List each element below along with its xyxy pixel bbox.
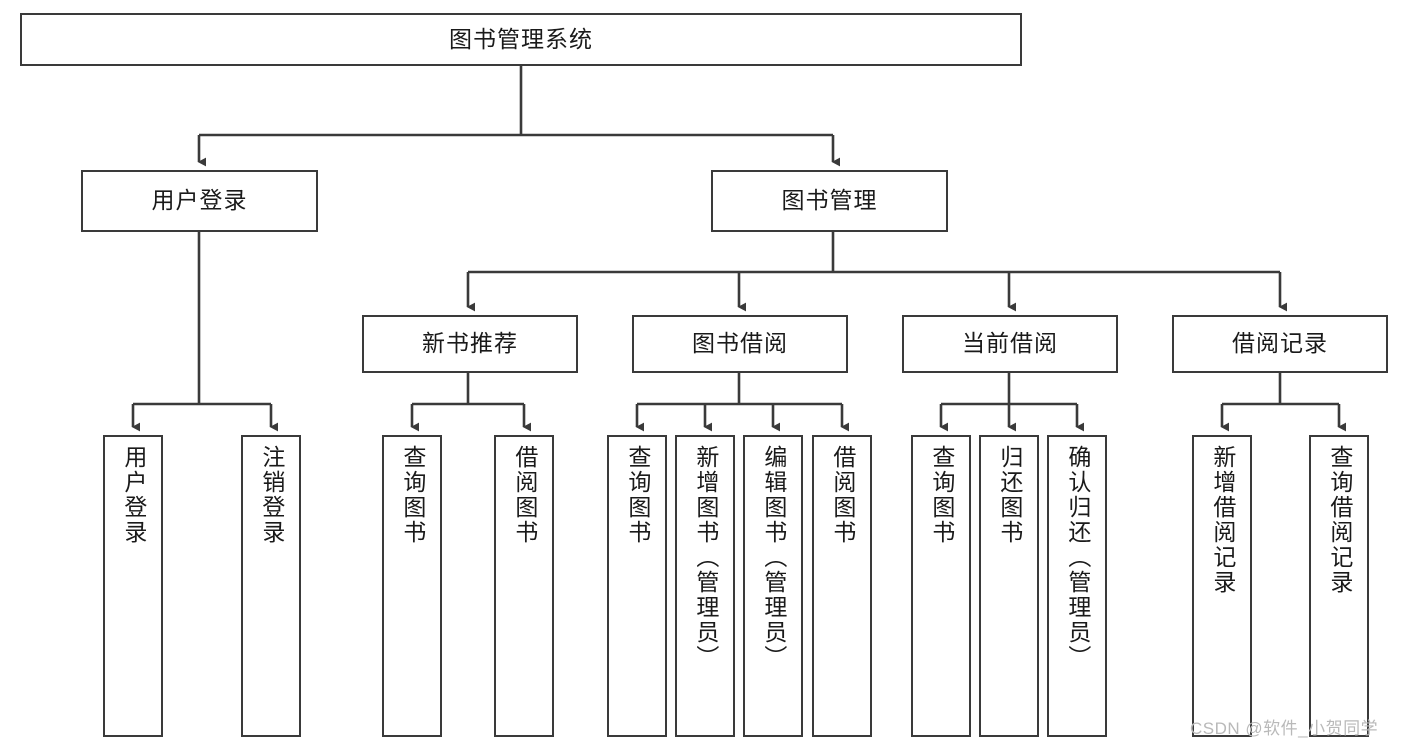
leaf-book-borrow-edit-book-admin[interactable]: 编辑图书（管理员） [743,435,803,737]
leaf-borrow-record-add-record[interactable]: 新增借阅记录 [1192,435,1252,737]
node-label: 借阅图书 [511,445,538,545]
node-label: 确认归还（管理员） [1064,445,1091,670]
leaf-book-borrow-query-book[interactable]: 查询图书 [607,435,667,737]
node-borrow-record[interactable]: 借阅记录 [1172,315,1388,373]
node-label: 新增借阅记录 [1209,445,1236,595]
node-book-management[interactable]: 图书管理 [711,170,948,232]
node-label: 图书借阅 [692,330,788,357]
node-label: 查询图书 [399,445,426,545]
node-label: 注销登录 [258,445,285,545]
node-label: 查询图书 [624,445,651,545]
leaf-new-book-query-book[interactable]: 查询图书 [382,435,442,737]
node-user-login[interactable]: 用户登录 [81,170,318,232]
leaf-book-borrow-add-book-admin[interactable]: 新增图书（管理员） [675,435,735,737]
node-label: 图书管理系统 [449,25,593,52]
leaf-current-borrow-return-book[interactable]: 归还图书 [979,435,1039,737]
node-label: 编辑图书（管理员） [760,445,787,670]
node-label: 图书管理 [781,187,878,214]
leaf-book-borrow-borrow-book[interactable]: 借阅图书 [812,435,872,737]
node-label: 新书推荐 [422,330,518,357]
leaf-borrow-record-query-record[interactable]: 查询借阅记录 [1309,435,1369,737]
node-label: 借阅图书 [829,445,856,545]
leaf-current-borrow-confirm-return-admin[interactable]: 确认归还（管理员） [1047,435,1107,737]
leaf-user-login-logout[interactable]: 注销登录 [241,435,301,737]
node-book-borrow[interactable]: 图书借阅 [632,315,848,373]
node-label: 归还图书 [996,445,1023,545]
node-label: 当前借阅 [962,330,1058,357]
node-new-book-recommend[interactable]: 新书推荐 [362,315,578,373]
node-label: 新增图书（管理员） [692,445,719,670]
node-label: 用户登录 [120,445,147,545]
node-root-library-management-system[interactable]: 图书管理系统 [20,13,1022,66]
node-current-borrow[interactable]: 当前借阅 [902,315,1118,373]
node-label: 查询图书 [928,445,955,545]
node-label: 借阅记录 [1232,330,1328,357]
node-label: 查询借阅记录 [1326,445,1353,595]
watermark-text: CSDN @软件_小贺同学 [1190,719,1379,738]
node-label: 用户登录 [151,187,248,214]
leaf-user-login-login[interactable]: 用户登录 [103,435,163,737]
leaf-current-borrow-query-book[interactable]: 查询图书 [911,435,971,737]
leaf-new-book-borrow-book[interactable]: 借阅图书 [494,435,554,737]
